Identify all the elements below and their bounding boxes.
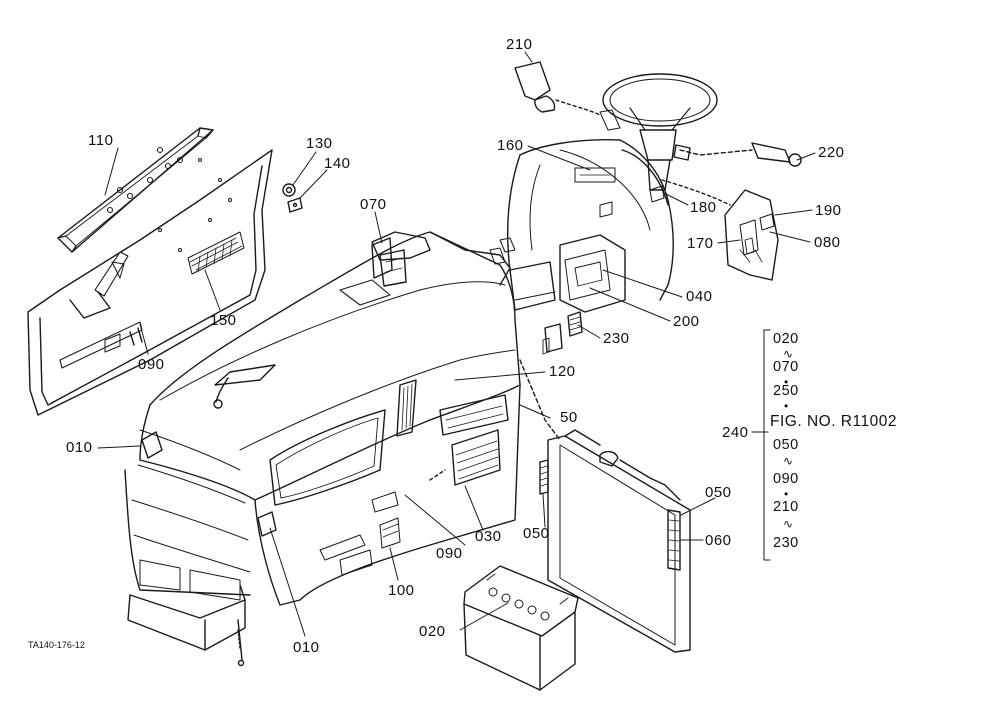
- callout-090-lower: 090: [436, 545, 463, 562]
- reference-bracket: [757, 329, 771, 561]
- ref-figure-number: FIG. NO. R11002: [770, 413, 897, 430]
- ref-item-230: 230: [773, 535, 799, 551]
- callout-080: 080: [814, 234, 841, 251]
- dashboard-cover: [489, 138, 674, 355]
- callout-010-headlight: 010: [66, 439, 93, 456]
- callout-140: 140: [324, 155, 351, 172]
- ref-separator-6: ∿: [783, 517, 794, 531]
- callout-090-side: 090: [138, 356, 165, 373]
- callout-170: 170: [687, 235, 714, 252]
- ref-separator-3: •: [784, 399, 789, 413]
- callout-210: 210: [506, 36, 533, 53]
- leader-lines: [97, 51, 816, 637]
- callout-050-left: 050: [523, 525, 550, 542]
- clip-140: [287, 197, 303, 213]
- bonnet-hood: [124, 231, 521, 667]
- callout-100: 100: [388, 582, 415, 599]
- callout-220: 220: [818, 144, 845, 161]
- ref-separator-5: •: [784, 487, 789, 501]
- radiator: [519, 359, 691, 653]
- lever-220: [673, 142, 802, 167]
- callout-230: 230: [603, 330, 630, 347]
- ref-separator-2: •: [784, 375, 789, 389]
- ref-item-250: 250: [773, 383, 799, 399]
- ref-item-070: 070: [773, 359, 799, 375]
- ref-item-050: 050: [773, 437, 799, 453]
- callout-240: 240: [722, 424, 749, 441]
- callout-130: 130: [306, 135, 333, 152]
- ref-item-020: 020: [773, 331, 799, 347]
- ref-item-090: 090: [773, 471, 799, 487]
- drawing-code: TA140-176-12: [28, 640, 85, 650]
- ref-item-210: 210: [773, 499, 799, 515]
- side-panel-gasket: [57, 127, 214, 253]
- lever-knob-210: [514, 61, 621, 131]
- callout-110: 110: [88, 132, 114, 149]
- side-cover-panel: [27, 149, 273, 416]
- callout-060: 060: [705, 532, 732, 549]
- battery: [463, 565, 579, 691]
- callout-030: 030: [475, 528, 502, 545]
- grommet-130: [282, 183, 296, 197]
- callout-010-lower: 010: [293, 639, 320, 656]
- callout-020: 020: [419, 623, 446, 640]
- callout-190: 190: [815, 202, 842, 219]
- steering-wheel: [602, 73, 718, 191]
- callout-120: 120: [549, 363, 576, 380]
- callout-070: 070: [360, 196, 387, 213]
- ref-separator-1: ∿: [783, 347, 794, 361]
- ref-separator-4: ∿: [783, 454, 794, 468]
- callout-200: 200: [673, 313, 700, 330]
- callout-050-right: 050: [705, 484, 732, 501]
- callout-150: 150: [210, 312, 237, 329]
- bracket-070: [371, 237, 407, 287]
- switch-panel: [661, 179, 779, 281]
- callout-160: 160: [497, 137, 524, 154]
- callout-180: 180: [690, 199, 717, 216]
- callout-040: 040: [686, 288, 713, 305]
- callout-50: 50: [560, 409, 578, 426]
